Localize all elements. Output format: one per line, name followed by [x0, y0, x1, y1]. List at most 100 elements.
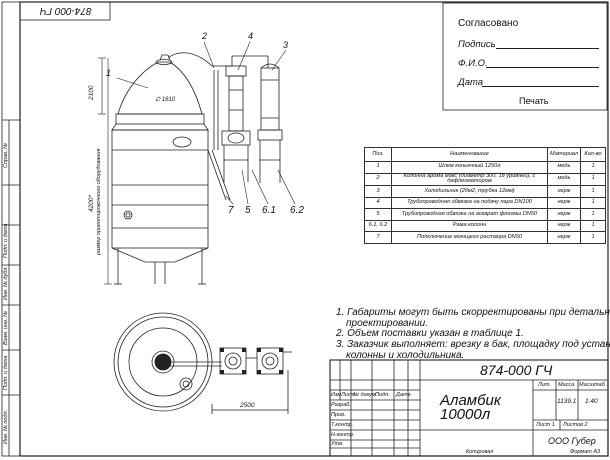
top-stamp-code: 874-000 ГЧ: [40, 5, 92, 16]
tb-col-sign: Подп.: [375, 392, 390, 398]
note-line-4: 3. Заказчик выполняет: врезку в бак, пло…: [336, 339, 610, 350]
tb-role-tcontr: Т.контр.: [331, 422, 354, 428]
callout-2: 2: [202, 31, 208, 41]
dim-diameter: ∅ 1610: [155, 97, 176, 103]
table-row: 7 Подключение моющего раствора DN50 нерж…: [364, 231, 606, 244]
tb-mass-label: Масса: [558, 382, 575, 388]
spec-material: медь: [546, 161, 582, 174]
table-row: 5 Трубопроводная обвязка на возврат флег…: [364, 208, 606, 221]
spec-qty: 1: [580, 208, 606, 221]
table-row: 3 Холодильник (20м2, трубка 12мм) нерж 1: [364, 185, 606, 198]
table-row: 6.1, 6.2 Рама колонн нерж 1: [364, 219, 606, 233]
spec-material: нерж: [546, 219, 582, 233]
dim-height-total: 4200*: [88, 195, 95, 212]
spec-pos: 1: [364, 161, 392, 174]
approval-name-label: Ф.И.О.: [458, 58, 488, 69]
spec-name: Колонна арома макс (диаметр 300, 18 уров…: [391, 172, 548, 187]
spec-name: Холодильник (20м2, трубка 12мм): [391, 185, 548, 198]
tb-col-date: Дата: [396, 392, 411, 398]
callout-1: 1: [106, 68, 112, 78]
spec-name: Трубопроводная обвязка на подачу пара DN…: [391, 196, 548, 210]
spec-col-pos: Поз.: [364, 147, 392, 162]
table-row: 4 Трубопроводная обвязка на подачу пара …: [364, 196, 606, 210]
tb-col-doc: № докум.: [353, 392, 378, 398]
approval-date-label: Дата: [458, 77, 484, 88]
approval-date-line: [482, 86, 599, 87]
spec-pos: 4: [364, 196, 392, 210]
left-stamp-6: Инв. № подл.: [3, 409, 9, 444]
table-row: 1 Шлем коньячный 1250л медь 1: [364, 161, 606, 174]
tb-copied: Копировал: [466, 449, 494, 455]
spec-table: Поз. Наименование Материал Кол-во 1 Шлем…: [364, 147, 606, 244]
spec-name: Рама колонн: [391, 219, 548, 233]
cooler-body: [260, 67, 280, 131]
tb-role-dev: Разраб.: [331, 402, 351, 408]
tb-scale-value: 1:40: [585, 398, 598, 405]
inner-frame: [19, 1, 609, 457]
spec-pos: 7: [364, 231, 392, 244]
callout-7: 7: [228, 205, 234, 216]
tb-lit-label: Лит.: [538, 382, 551, 388]
spec-pos: 5: [364, 208, 392, 221]
tb-role-check: Пров.: [331, 412, 346, 418]
approval-box: [442, 2, 608, 111]
spec-qty: 1: [580, 231, 606, 244]
spec-qty: 1: [580, 196, 606, 210]
spec-header-row: Поз. Наименование Материал Кол-во: [364, 147, 606, 162]
callout-6-2: 6.2: [290, 205, 304, 216]
dim-height-note: размер ориентировочного оборудования: [96, 148, 102, 255]
alembic-elevation: [111, 52, 283, 285]
tb-mass-value: 1139.1: [557, 398, 577, 405]
titleblock-name-1: Аламбик: [440, 392, 501, 409]
callout-4: 4: [248, 31, 254, 41]
note-line-5: колонны и холодильника.: [346, 350, 465, 361]
spec-name: Шлем коньячный 1250л: [391, 161, 548, 174]
tb-role-ncontr: Н.контр.: [331, 432, 355, 438]
approval-stamp-label: Печать: [519, 96, 549, 106]
left-stamp-2: Подп. и дата: [3, 223, 9, 258]
titleblock-code: 874-000 ГЧ: [480, 362, 553, 378]
helmet-dome: [117, 61, 203, 115]
spec-material: медь: [546, 172, 582, 187]
spec-material: нерж: [546, 185, 582, 198]
dim-width-plan: 2500: [240, 402, 255, 409]
spec-qty: 1: [580, 185, 606, 198]
left-stamp-5: Подп. и дата: [3, 355, 9, 390]
spec-col-name: Наименование: [391, 147, 548, 162]
tb-col-list: Лист: [341, 392, 356, 398]
tb-role-approve: Утв.: [331, 441, 344, 447]
spec-material: нерж: [546, 231, 582, 244]
spec-material: нерж: [546, 196, 582, 210]
tb-company: ООО Губер: [548, 436, 596, 446]
callout-6-1: 6.1: [262, 205, 276, 216]
dim-height-top: 2100: [88, 85, 95, 100]
spec-pos: 2: [364, 172, 392, 187]
note-line-1: 1. Габариты могут быть скорректированы п…: [336, 307, 610, 318]
alembic-plan-view: [113, 312, 292, 414]
tb-sheet-label: Лист 1: [536, 422, 555, 428]
column-body: [228, 75, 244, 132]
still-body: [111, 129, 209, 249]
tb-scale-label: Масштаб: [579, 382, 605, 388]
top-stamp-box: [19, 1, 111, 21]
note-line-3: 2. Объем поставки указан в таблице 1.: [336, 328, 524, 339]
table-row: 2 Колонна арома макс (диаметр 300, 18 ур…: [364, 172, 606, 187]
spec-material: нерж: [546, 208, 582, 221]
spec-col-material: Материал: [546, 147, 582, 162]
spec-name: Подключение моющего раствора DN50: [391, 231, 548, 244]
tb-format: Формат А3: [570, 449, 601, 455]
titleblock-name-2: 10000л: [440, 406, 491, 423]
title-block-frame: [329, 359, 609, 457]
approval-sign-line: [496, 48, 599, 49]
spec-name: Трубопроводная обвязка на возврат флегмы…: [391, 208, 548, 221]
callout-3: 3: [283, 40, 289, 50]
spec-qty: 1: [580, 219, 606, 233]
left-stamp-4: Взам. инв. №: [3, 310, 9, 345]
left-stamp-1: Справ. №: [3, 143, 9, 168]
spec-col-qty: Кол-во: [580, 147, 606, 162]
tb-col-izm: Изм: [331, 392, 342, 398]
spec-qty: 1: [580, 161, 606, 174]
spec-qty: 1: [580, 172, 606, 187]
